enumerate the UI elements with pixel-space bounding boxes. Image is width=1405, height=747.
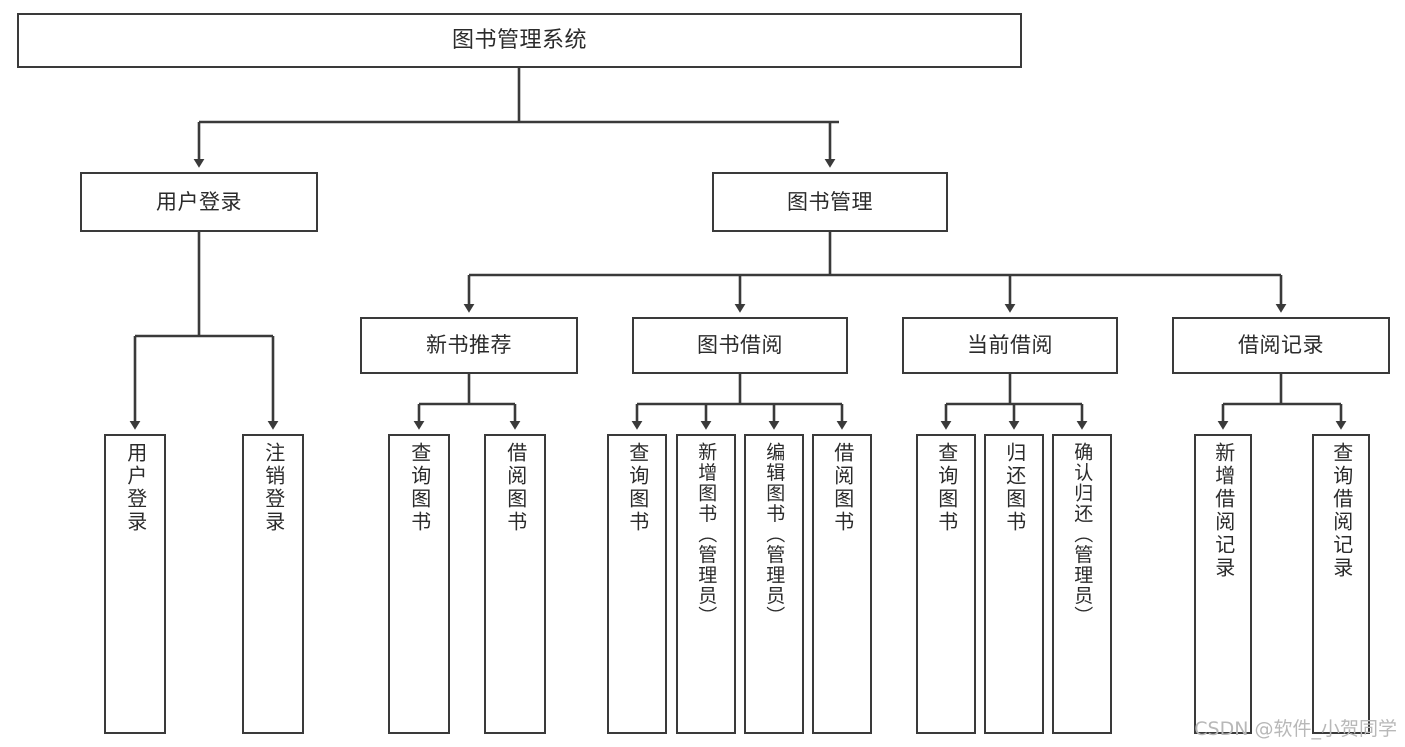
node-leaf-logout[interactable]: 注销登录	[242, 434, 304, 734]
node-leaf-borrow-book-1-label: 借阅图书	[503, 442, 528, 534]
node-root-label: 图书管理系统	[451, 27, 587, 53]
node-new-book-recommend-label: 新书推荐	[426, 333, 512, 358]
node-leaf-user-login-label: 用户登录	[123, 442, 148, 534]
node-leaf-query-record[interactable]: 查询借阅记录	[1312, 434, 1370, 734]
node-book-manage[interactable]: 图书管理	[712, 172, 948, 232]
node-leaf-borrow-book-1[interactable]: 借阅图书	[484, 434, 546, 734]
node-borrow-record[interactable]: 借阅记录	[1172, 317, 1390, 374]
node-book-manage-label: 图书管理	[787, 189, 873, 214]
node-user-login[interactable]: 用户登录	[80, 172, 318, 232]
node-leaf-borrow-book-2[interactable]: 借阅图书	[812, 434, 872, 734]
node-leaf-return-book[interactable]: 归还图书	[984, 434, 1044, 734]
node-leaf-logout-label: 注销登录	[261, 442, 286, 534]
node-leaf-query-book-1-label: 查询图书	[407, 442, 432, 534]
node-root[interactable]: 图书管理系统	[17, 13, 1022, 68]
node-leaf-add-book-label: 新增图书（管理员）	[695, 442, 718, 627]
node-book-borrow-label: 图书借阅	[697, 333, 783, 358]
node-leaf-edit-book-label: 编辑图书（管理员）	[763, 442, 786, 627]
node-leaf-user-login[interactable]: 用户登录	[104, 434, 166, 734]
node-leaf-query-book-2-label: 查询图书	[625, 442, 650, 534]
node-leaf-borrow-book-2-label: 借阅图书	[830, 442, 855, 534]
node-borrow-record-label: 借阅记录	[1238, 333, 1324, 358]
node-leaf-query-book-2[interactable]: 查询图书	[607, 434, 667, 734]
node-leaf-confirm-return[interactable]: 确认归还（管理员）	[1052, 434, 1112, 734]
node-leaf-query-record-label: 查询借阅记录	[1329, 442, 1354, 580]
node-leaf-add-record[interactable]: 新增借阅记录	[1194, 434, 1252, 734]
node-leaf-confirm-return-label: 确认归还（管理员）	[1071, 442, 1094, 627]
node-current-borrow[interactable]: 当前借阅	[902, 317, 1118, 374]
node-leaf-edit-book[interactable]: 编辑图书（管理员）	[744, 434, 804, 734]
node-leaf-query-book-3-label: 查询图书	[934, 442, 959, 534]
node-user-login-label: 用户登录	[156, 189, 242, 214]
node-leaf-return-book-label: 归还图书	[1002, 442, 1027, 534]
csdn-watermark: CSDN @软件_小贺同学	[1194, 718, 1397, 740]
node-leaf-add-record-label: 新增借阅记录	[1211, 442, 1236, 580]
node-book-borrow[interactable]: 图书借阅	[632, 317, 848, 374]
node-current-borrow-label: 当前借阅	[967, 333, 1053, 358]
node-leaf-query-book-1[interactable]: 查询图书	[388, 434, 450, 734]
node-leaf-query-book-3[interactable]: 查询图书	[916, 434, 976, 734]
node-new-book-recommend[interactable]: 新书推荐	[360, 317, 578, 374]
node-leaf-add-book[interactable]: 新增图书（管理员）	[676, 434, 736, 734]
